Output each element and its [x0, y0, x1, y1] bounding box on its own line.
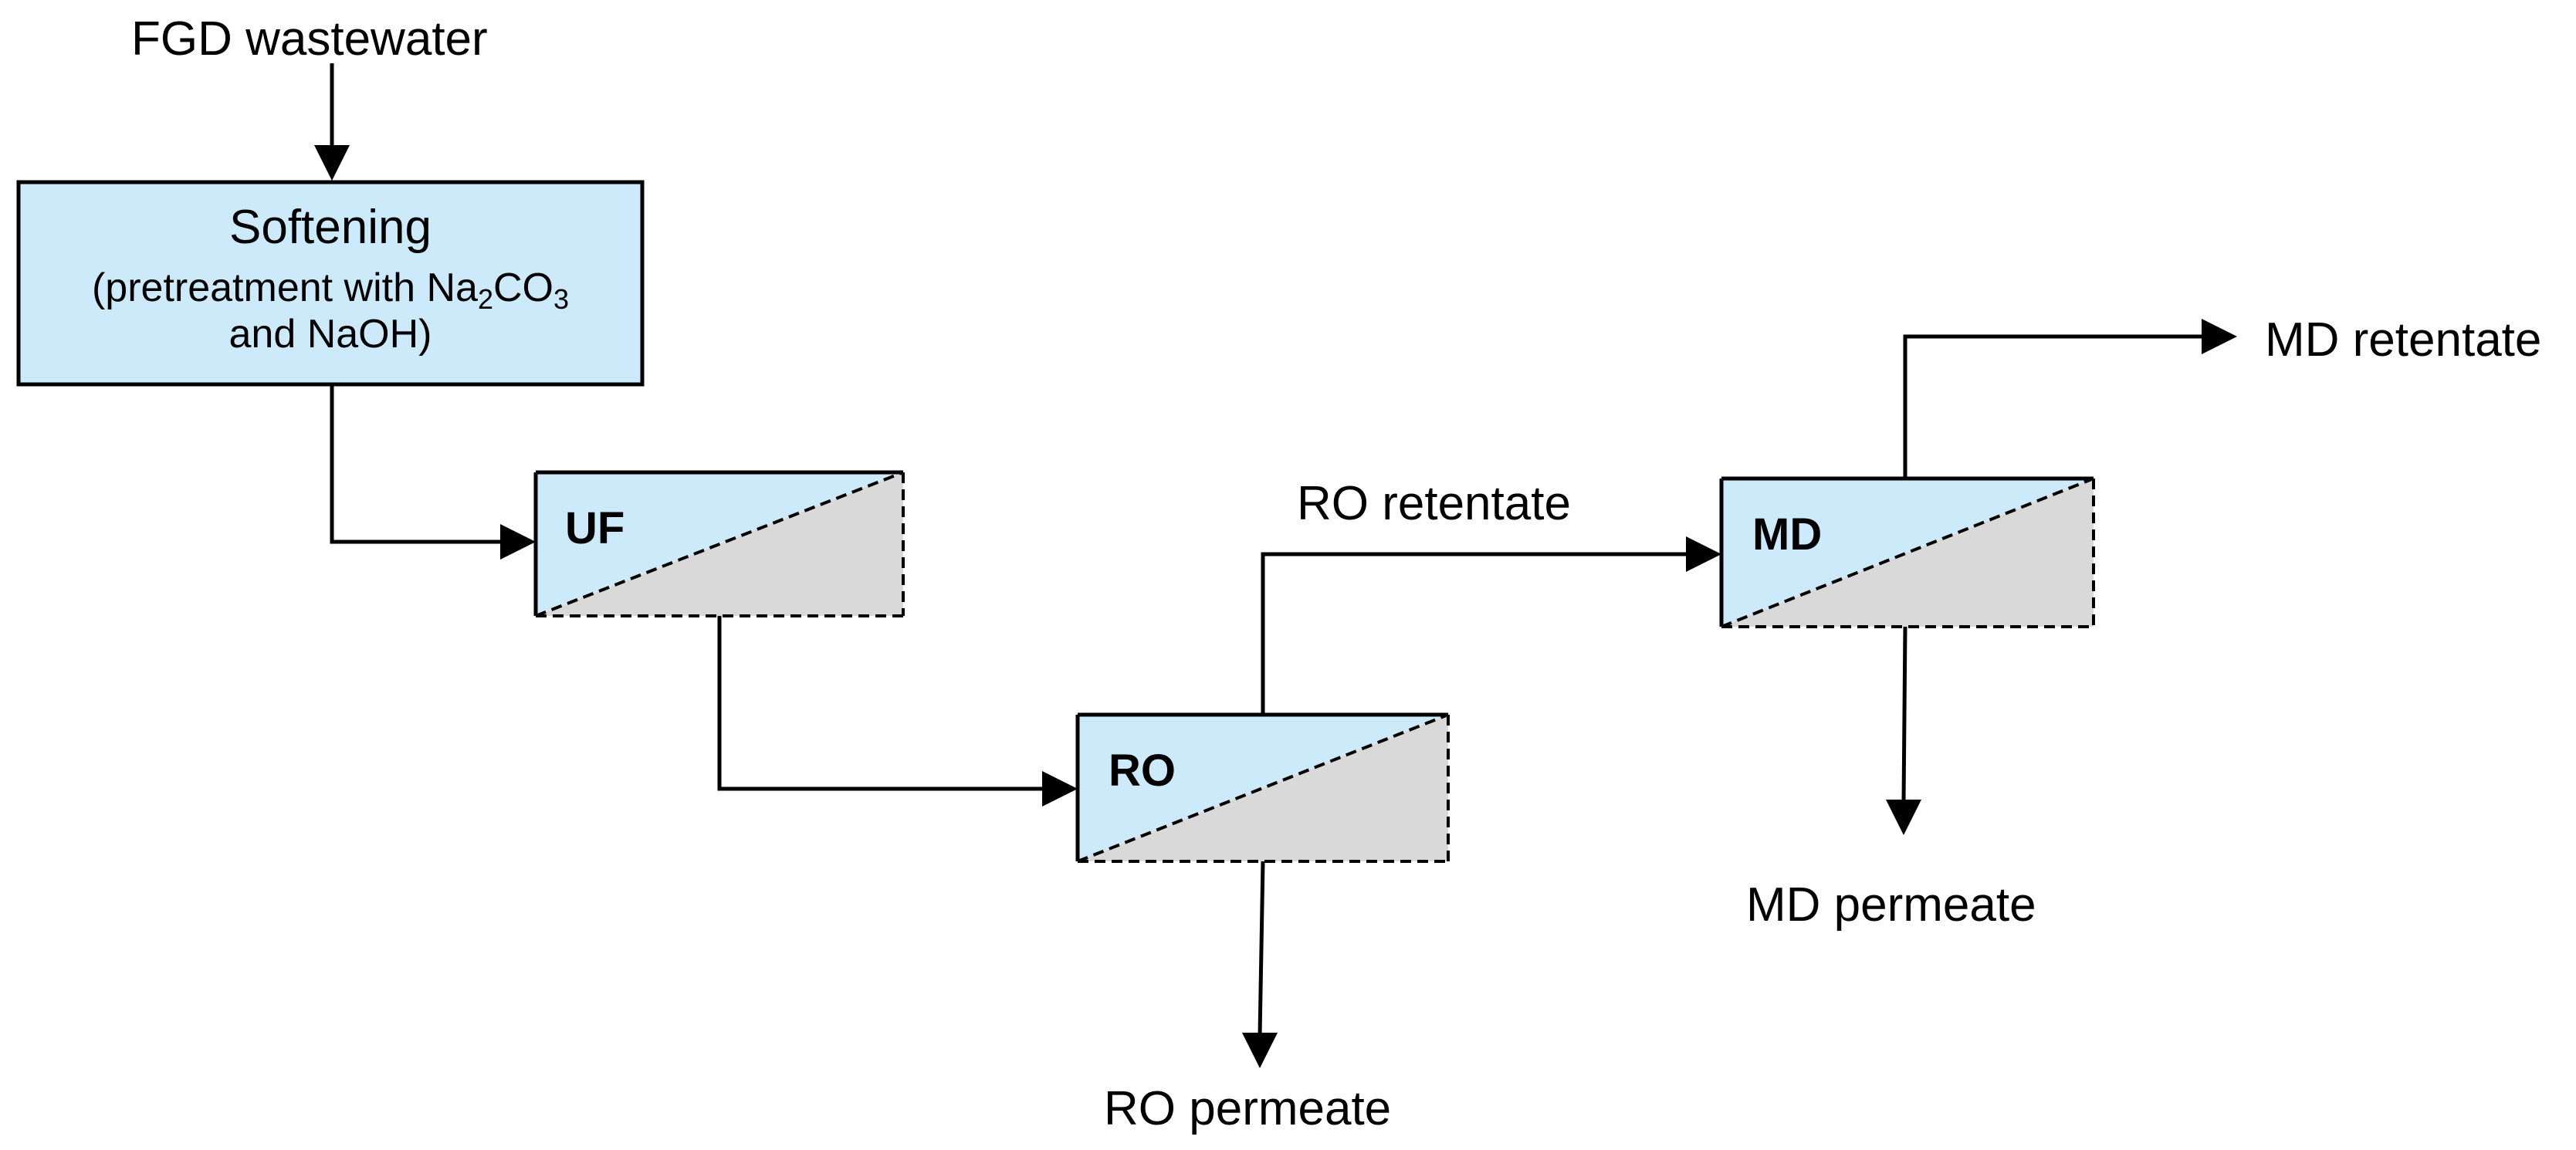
md-module	[1719, 476, 2095, 628]
uf-module	[533, 470, 905, 617]
softening-to-uf-arrow	[330, 384, 536, 560]
ro-permeate-arrow	[1242, 861, 1278, 1068]
md-retentate-arrow	[1903, 319, 2237, 479]
softening-title: Softening	[229, 201, 432, 254]
ro-retentate-arrow	[1261, 536, 1721, 715]
uf-to-ro-arrow	[717, 616, 1078, 807]
softening-sub2: 3	[553, 283, 570, 315]
ro-permeate-label: RO permeate	[1104, 1082, 1392, 1135]
softening-subtitle: (pretreatment with Na2CO3 and NaOH)	[0, 266, 661, 358]
md-label: MD	[1752, 509, 1823, 560]
md-retentate-label: MD retentate	[2265, 313, 2542, 367]
ro-retentate-label: RO retentate	[1297, 477, 1571, 530]
md-permeate-arrow	[1886, 626, 1921, 835]
md-permeate-label: MD permeate	[1746, 878, 2036, 932]
ro-label: RO	[1109, 746, 1176, 796]
feed-label: FGD wastewater	[131, 12, 488, 66]
ro-module	[1075, 712, 1450, 863]
softening-sub1: 2	[477, 283, 493, 315]
softening-line1-prefix: (pretreatment with Na	[91, 266, 478, 310]
softening-line1-mid: CO	[493, 266, 553, 310]
uf-label: UF	[565, 503, 625, 553]
softening-line2: and NaOH)	[228, 311, 432, 357]
feed-arrow	[314, 63, 350, 181]
